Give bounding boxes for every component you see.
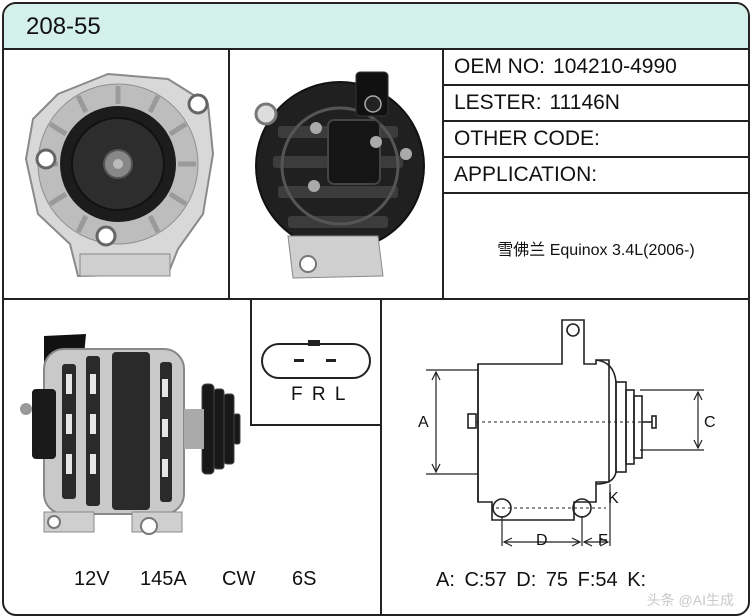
dim-label-a: A bbox=[418, 414, 429, 431]
other-code-row: OTHER CODE: bbox=[454, 127, 600, 151]
spec-amperage: 145A bbox=[140, 568, 187, 590]
dimensions-values: A: C:57 D: 75 F:54 K: bbox=[436, 569, 647, 591]
spec-pulley: 6S bbox=[292, 568, 317, 590]
dim-label-c: C bbox=[704, 414, 716, 431]
divider bbox=[442, 156, 748, 158]
divider bbox=[250, 300, 252, 426]
part-number-title: 208-55 bbox=[26, 13, 101, 40]
divider bbox=[442, 48, 444, 300]
other-code-label: OTHER CODE: bbox=[454, 127, 600, 150]
lester-label: LESTER: bbox=[454, 91, 542, 114]
title-bar: 208-55 bbox=[4, 4, 748, 50]
oem-row: OEM NO: 104210-4990 bbox=[454, 55, 677, 79]
dim-label-f: F bbox=[598, 532, 608, 549]
dimension-drawing bbox=[426, 319, 704, 547]
plug-connector-diagram bbox=[261, 340, 371, 379]
divider bbox=[380, 300, 382, 614]
dim-label-d: D bbox=[536, 532, 548, 549]
application-row: APPLICATION: bbox=[454, 163, 597, 187]
application-label: APPLICATION: bbox=[454, 163, 598, 186]
watermark-text: 头条 @AI生成 bbox=[646, 592, 734, 608]
divider bbox=[4, 298, 748, 300]
lester-row: LESTER: 11146N bbox=[454, 91, 620, 115]
spec-rotation: CW bbox=[222, 568, 256, 590]
plug-pin-labels: F R L bbox=[291, 384, 348, 405]
dim-label-k: K bbox=[608, 490, 619, 507]
divider bbox=[442, 84, 748, 86]
application-value: 雪佛兰 Equinox 3.4L(2006-) bbox=[497, 242, 695, 259]
divider bbox=[442, 120, 748, 122]
lester-value: 11146N bbox=[549, 91, 620, 114]
divider bbox=[442, 192, 748, 194]
alternator-front-photo bbox=[24, 72, 215, 278]
spec-voltage: 12V bbox=[74, 568, 110, 590]
divider bbox=[228, 48, 230, 300]
oem-label: OEM NO: bbox=[454, 55, 546, 78]
divider bbox=[250, 424, 382, 426]
alternator-side-photo bbox=[20, 334, 241, 535]
oem-value: 104210-4990 bbox=[553, 55, 677, 78]
alternator-rear-photo bbox=[254, 71, 425, 279]
